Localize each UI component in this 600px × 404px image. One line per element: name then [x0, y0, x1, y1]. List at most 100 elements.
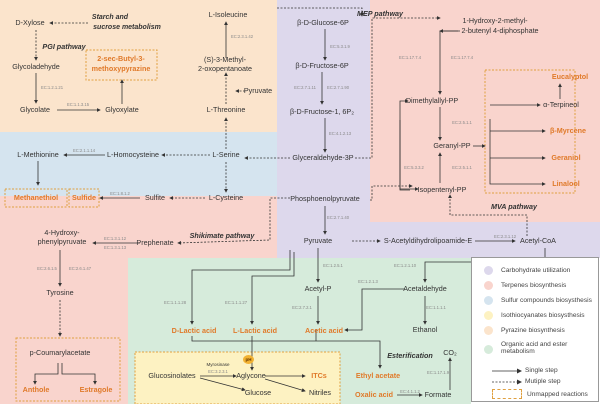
node-glycoladehyde: Glycoladehyde [12, 62, 60, 71]
node-acetyl-coa: Acetyl-CoA [520, 236, 556, 245]
node-phosphoenolpyruvate: Phosphoenolpyruvate [290, 194, 360, 203]
single-step-arrows [33, 21, 562, 397]
product-sulfide: Sulfide [72, 193, 96, 202]
sulfur-swatch [484, 296, 493, 305]
starch-pathway-label-2: sucrose metabolism [93, 24, 161, 31]
legend-multiple-step: Mutiple step [492, 378, 561, 385]
node-acetaldehyde: Acetaldehyde [403, 284, 447, 293]
node-glycolate: Glycolate [20, 105, 50, 114]
ec-label: EC:1.1.3.15 [66, 102, 90, 107]
unmapped-boxes [4, 49, 576, 402]
node-acetyl-p: Acetyl-P [304, 284, 332, 293]
product-acetic-acid: Acetic acid [305, 326, 343, 335]
pgi-pathway-label: PGI pathway [42, 42, 86, 51]
ec-label: EC:2.3.1.12 [493, 234, 517, 239]
node-hmbpp-2: 2-butenyl 4-diphosphate [461, 26, 539, 35]
ec-label: EC:5.3.3.2 [404, 165, 424, 170]
ec-label: EC:1.2.1.21 [40, 85, 64, 90]
legend-item-isothiocyanates: Isothiocyanates biosysthesis [484, 311, 585, 320]
node-4-hydroxyphenylpyruvate-2: phenylpyruvate [37, 237, 87, 246]
product-beta-myrcene: β-Myrcene [550, 126, 586, 135]
ec-label: EC:1.3.1.12 [103, 236, 127, 241]
mep-pathway-label: MEP pathway [356, 9, 404, 18]
ec-label: EC:1.17.7.4 [450, 55, 474, 60]
node-glyceraldehyde-3p: Glyceraldehyde-3P [292, 153, 354, 162]
node-d-xylose: D-Xylose [15, 18, 45, 27]
node-pyruvate: Pyruvate [303, 236, 333, 245]
multiple-step-arrow-icon [492, 379, 522, 384]
ec-label: EC:2.3.1.42 [230, 34, 254, 39]
ec-label: EC:1.3.1.13 [103, 245, 127, 250]
ec-label: EC:1.17.1.9 [426, 370, 450, 375]
ec-label: EC:1.2.5.1 [323, 263, 343, 268]
product-d-lactic-acid: D-Lactic acid [171, 326, 217, 335]
organic-swatch [484, 345, 493, 354]
ec-label: EC:2.7.1.11 [294, 85, 316, 90]
legend-label: Isothiocyanates biosysthesis [501, 312, 585, 319]
product-pyrazine-2: methoxypyrazine [91, 64, 151, 73]
node-aglycone: Aglycone [236, 371, 266, 380]
node-glucose: Glucose [244, 388, 272, 397]
ec-label: EC:1.2.1.3 [358, 279, 378, 284]
product-geraniol: Geraniol [551, 153, 581, 162]
shikimate-pathway-label: Shikimate pathway [189, 231, 255, 240]
node-tyrosine: Tyrosine [46, 288, 74, 297]
product-oxalic-acid: Oxalic acid [355, 390, 393, 399]
legend-item-carbohydrate: Carbohydrate utilization [484, 266, 570, 275]
node-s-acetyldihydrolipoamide: S-Acetyldihydrolipoamide-E [383, 236, 473, 245]
single-step-arrow-icon [492, 368, 522, 373]
ec-label: EC:2.5.1.1 [452, 120, 472, 125]
node-ethanol: Ethanol [412, 325, 438, 334]
ec-label: EC:3.2.3.1 [208, 369, 228, 374]
ec-label: EC:2.7.1.90 [326, 85, 350, 90]
node-geranyl-pp: Geranyl-PP [433, 141, 471, 150]
starch-pathway-label: Starch and [91, 14, 129, 21]
ec-label: EC:1.2.1.10 [393, 263, 417, 268]
ec-label: EC:2.7.1.40 [326, 215, 350, 220]
node-l-methionine: L-Methionine [17, 150, 59, 159]
ec-label: EC:4.1.2.13 [328, 131, 352, 136]
carbohydrate-swatch [484, 266, 493, 275]
terpenes-swatch [484, 281, 493, 290]
legend-single-step: Single step [492, 367, 558, 374]
node-glucose-6p: β-D-Glucose-6P [297, 18, 349, 27]
multiple-step-arrows [34, 7, 528, 337]
ec-label: EC:5.3.1.9 [330, 44, 350, 49]
carbohydrate-region [277, 0, 370, 258]
node-nitriles: Nitriles [309, 388, 331, 397]
mva-pathway-label: MVA pathway [491, 202, 537, 211]
sulfur-region [0, 132, 277, 196]
node-fructose-16p2: β-D-Fructose-1, 6P₂ [289, 107, 355, 116]
ph-badge: pH [243, 355, 254, 364]
ec-label: EC:4.1.1.2 [400, 389, 420, 394]
node-methyl-oxopentanoate-2: 2-oxopentanoate [198, 64, 252, 73]
legend-item-sulfur: Sulfur compounds biosysthesis [484, 296, 592, 305]
node-alpha-terpineol: α-Terpineol [543, 100, 579, 109]
product-ethyl-acetate: Ethyl acetate [355, 371, 401, 380]
node-fructose-6p: β-D-Fructose-6P [295, 61, 349, 70]
node-p-coumarylacetate: p-Coumarylacetate [29, 348, 91, 357]
ec-label: EC:2.6.1.47 [68, 266, 92, 271]
pyrazine-region [0, 0, 277, 132]
ec-label: EC:2.1.1.14 [72, 148, 96, 153]
product-l-lactic-acid: L-Lactic acid [233, 326, 277, 335]
legend-label: Sulfur compounds biosysthesis [501, 297, 592, 304]
node-methyl-oxopentanoate: (S)-3-Methyl- [204, 55, 246, 64]
ec-label: EC:1.17.7.4 [398, 55, 422, 60]
legend-label: Carbohydrate utilization [501, 267, 571, 274]
product-eucalyptol: Eucalyptol [551, 72, 589, 81]
ec-label: EC:1.8.1.2 [110, 191, 130, 196]
product-itcs: ITCs [311, 371, 327, 380]
legend-item-pyrazine: Pyrazine biosynthesis [484, 326, 565, 335]
myrosinase-label: Myrosinase [206, 362, 230, 367]
legend-label: Mutiple step [525, 378, 561, 385]
ec-label: EC:2.7.2.1 [292, 305, 312, 310]
legend-unmapped: Unmapped reactions [492, 389, 588, 399]
legend-label: Pyrazine biosynthesis [501, 327, 565, 334]
node-l-threonine: L-Threonine [206, 105, 246, 114]
node-l-serine: L-Serine [212, 150, 240, 159]
